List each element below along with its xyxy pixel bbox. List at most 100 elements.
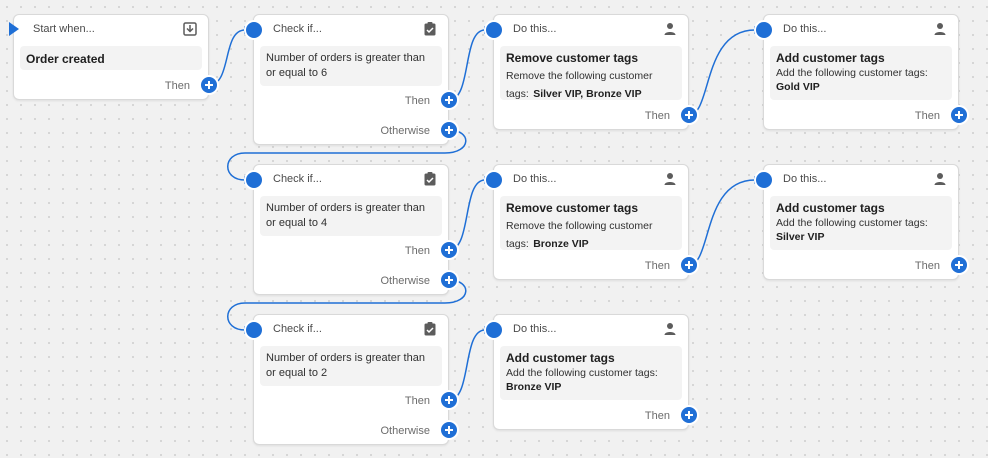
add-step-button[interactable] [951,257,967,273]
condition-body: Number of orders is greater than or equa… [260,46,442,86]
condition-node[interactable]: Check if... Number of orders is greater … [253,14,449,145]
then-label: Then [164,80,190,92]
action-title: Add customer tags [776,51,885,65]
action-body: Add customer tags Add the following cust… [770,46,952,100]
add-then-step-button[interactable] [441,242,457,258]
connector-cond1-then [448,29,486,101]
node-header-label: Do this... [513,323,557,335]
add-then-step-button[interactable] [441,92,457,108]
trigger-start-marker [9,22,19,36]
action-body: Add customer tags Add the following cust… [770,196,952,250]
action-description: Remove the following customer tags: [506,70,653,100]
action-body: Remove customer tags Remove the followin… [500,46,682,100]
node-header-label: Start when... [33,23,95,35]
node-header-label: Check if... [273,173,322,185]
otherwise-label: Otherwise [380,125,430,137]
condition-text: Number of orders is greater than or equa… [266,202,425,229]
then-label: Then [644,110,670,122]
node-header-label: Do this... [783,23,827,35]
otherwise-label: Otherwise [380,425,430,437]
condition-node[interactable]: Check if... Number of orders is greater … [253,164,449,295]
action-node[interactable]: Do this... Remove customer tags Remove t… [493,14,689,130]
connector-action3-then [688,179,756,266]
action-body: Remove customer tags Remove the followin… [500,196,682,250]
trigger-event: Order created [26,52,105,66]
input-port[interactable] [486,172,502,188]
download-box-icon [183,22,197,36]
then-label: Then [404,245,430,257]
condition-body: Number of orders is greater than or equa… [260,346,442,386]
add-otherwise-step-button[interactable] [441,122,457,138]
action-node[interactable]: Do this... Remove customer tags Remove t… [493,164,689,280]
action-node[interactable]: Do this... Add customer tags Add the fol… [493,314,689,430]
input-port[interactable] [246,322,262,338]
node-header: Do this... [494,15,688,45]
clipboard-check-icon [424,322,436,336]
action-body: Add customer tags Add the following cust… [500,346,682,400]
node-header: Do this... [764,15,958,45]
then-label: Then [644,410,670,422]
then-label: Then [914,260,940,272]
node-header-label: Check if... [273,23,322,35]
input-port[interactable] [756,22,772,38]
node-header-label: Do this... [783,173,827,185]
then-label: Then [914,110,940,122]
action-title: Add customer tags [776,201,885,215]
add-step-button[interactable] [681,107,697,123]
action-node[interactable]: Do this... Add customer tags Add the fol… [763,164,959,280]
condition-text: Number of orders is greater than or equa… [266,352,425,379]
person-icon [934,173,946,185]
node-header-label: Do this... [513,173,557,185]
node-header: Check if... [254,15,448,45]
node-header: Do this... [494,315,688,345]
action-title: Add customer tags [506,351,615,365]
connector-cond2-then [448,179,486,251]
action-title: Remove customer tags [506,201,639,215]
then-label: Then [404,95,430,107]
then-label: Then [404,395,430,407]
add-step-button[interactable] [681,257,697,273]
otherwise-label: Otherwise [380,275,430,287]
action-tags: Silver VIP [776,231,825,243]
input-port[interactable] [246,22,262,38]
trigger-body: Order created [20,46,202,70]
person-icon [664,23,676,35]
condition-node[interactable]: Check if... Number of orders is greater … [253,314,449,445]
connector-cond3-then [448,329,486,401]
add-step-button[interactable] [681,407,697,423]
connector-trigger-to-cond1 [208,29,246,86]
person-icon [934,23,946,35]
add-otherwise-step-button[interactable] [441,422,457,438]
person-icon [664,323,676,335]
node-header: Do this... [764,165,958,195]
add-step-button[interactable] [201,77,217,93]
clipboard-check-icon [424,22,436,36]
action-tags: Bronze VIP [506,381,562,393]
action-node[interactable]: Do this... Add customer tags Add the fol… [763,14,959,130]
then-label: Then [644,260,670,272]
action-tags: Silver VIP, Bronze VIP [533,88,642,100]
action-description: Add the following customer tags: [776,217,928,229]
action-description: Add the following customer tags: [776,67,928,79]
input-port[interactable] [486,322,502,338]
node-header: Check if... [254,165,448,195]
input-port[interactable] [756,172,772,188]
add-otherwise-step-button[interactable] [441,272,457,288]
node-header-label: Do this... [513,23,557,35]
input-port[interactable] [486,22,502,38]
person-icon [664,173,676,185]
condition-text: Number of orders is greater than or equa… [266,52,425,79]
connector-action1-then [688,29,756,116]
clipboard-check-icon [424,172,436,186]
node-header: Start when... [14,15,208,45]
node-header: Do this... [494,165,688,195]
condition-body: Number of orders is greater than or equa… [260,196,442,236]
action-title: Remove customer tags [506,51,639,65]
action-description: Add the following customer tags: [506,367,658,379]
input-port[interactable] [246,172,262,188]
add-then-step-button[interactable] [441,392,457,408]
trigger-node[interactable]: Start when... Order created Then [13,14,209,100]
node-header-label: Check if... [273,323,322,335]
add-step-button[interactable] [951,107,967,123]
